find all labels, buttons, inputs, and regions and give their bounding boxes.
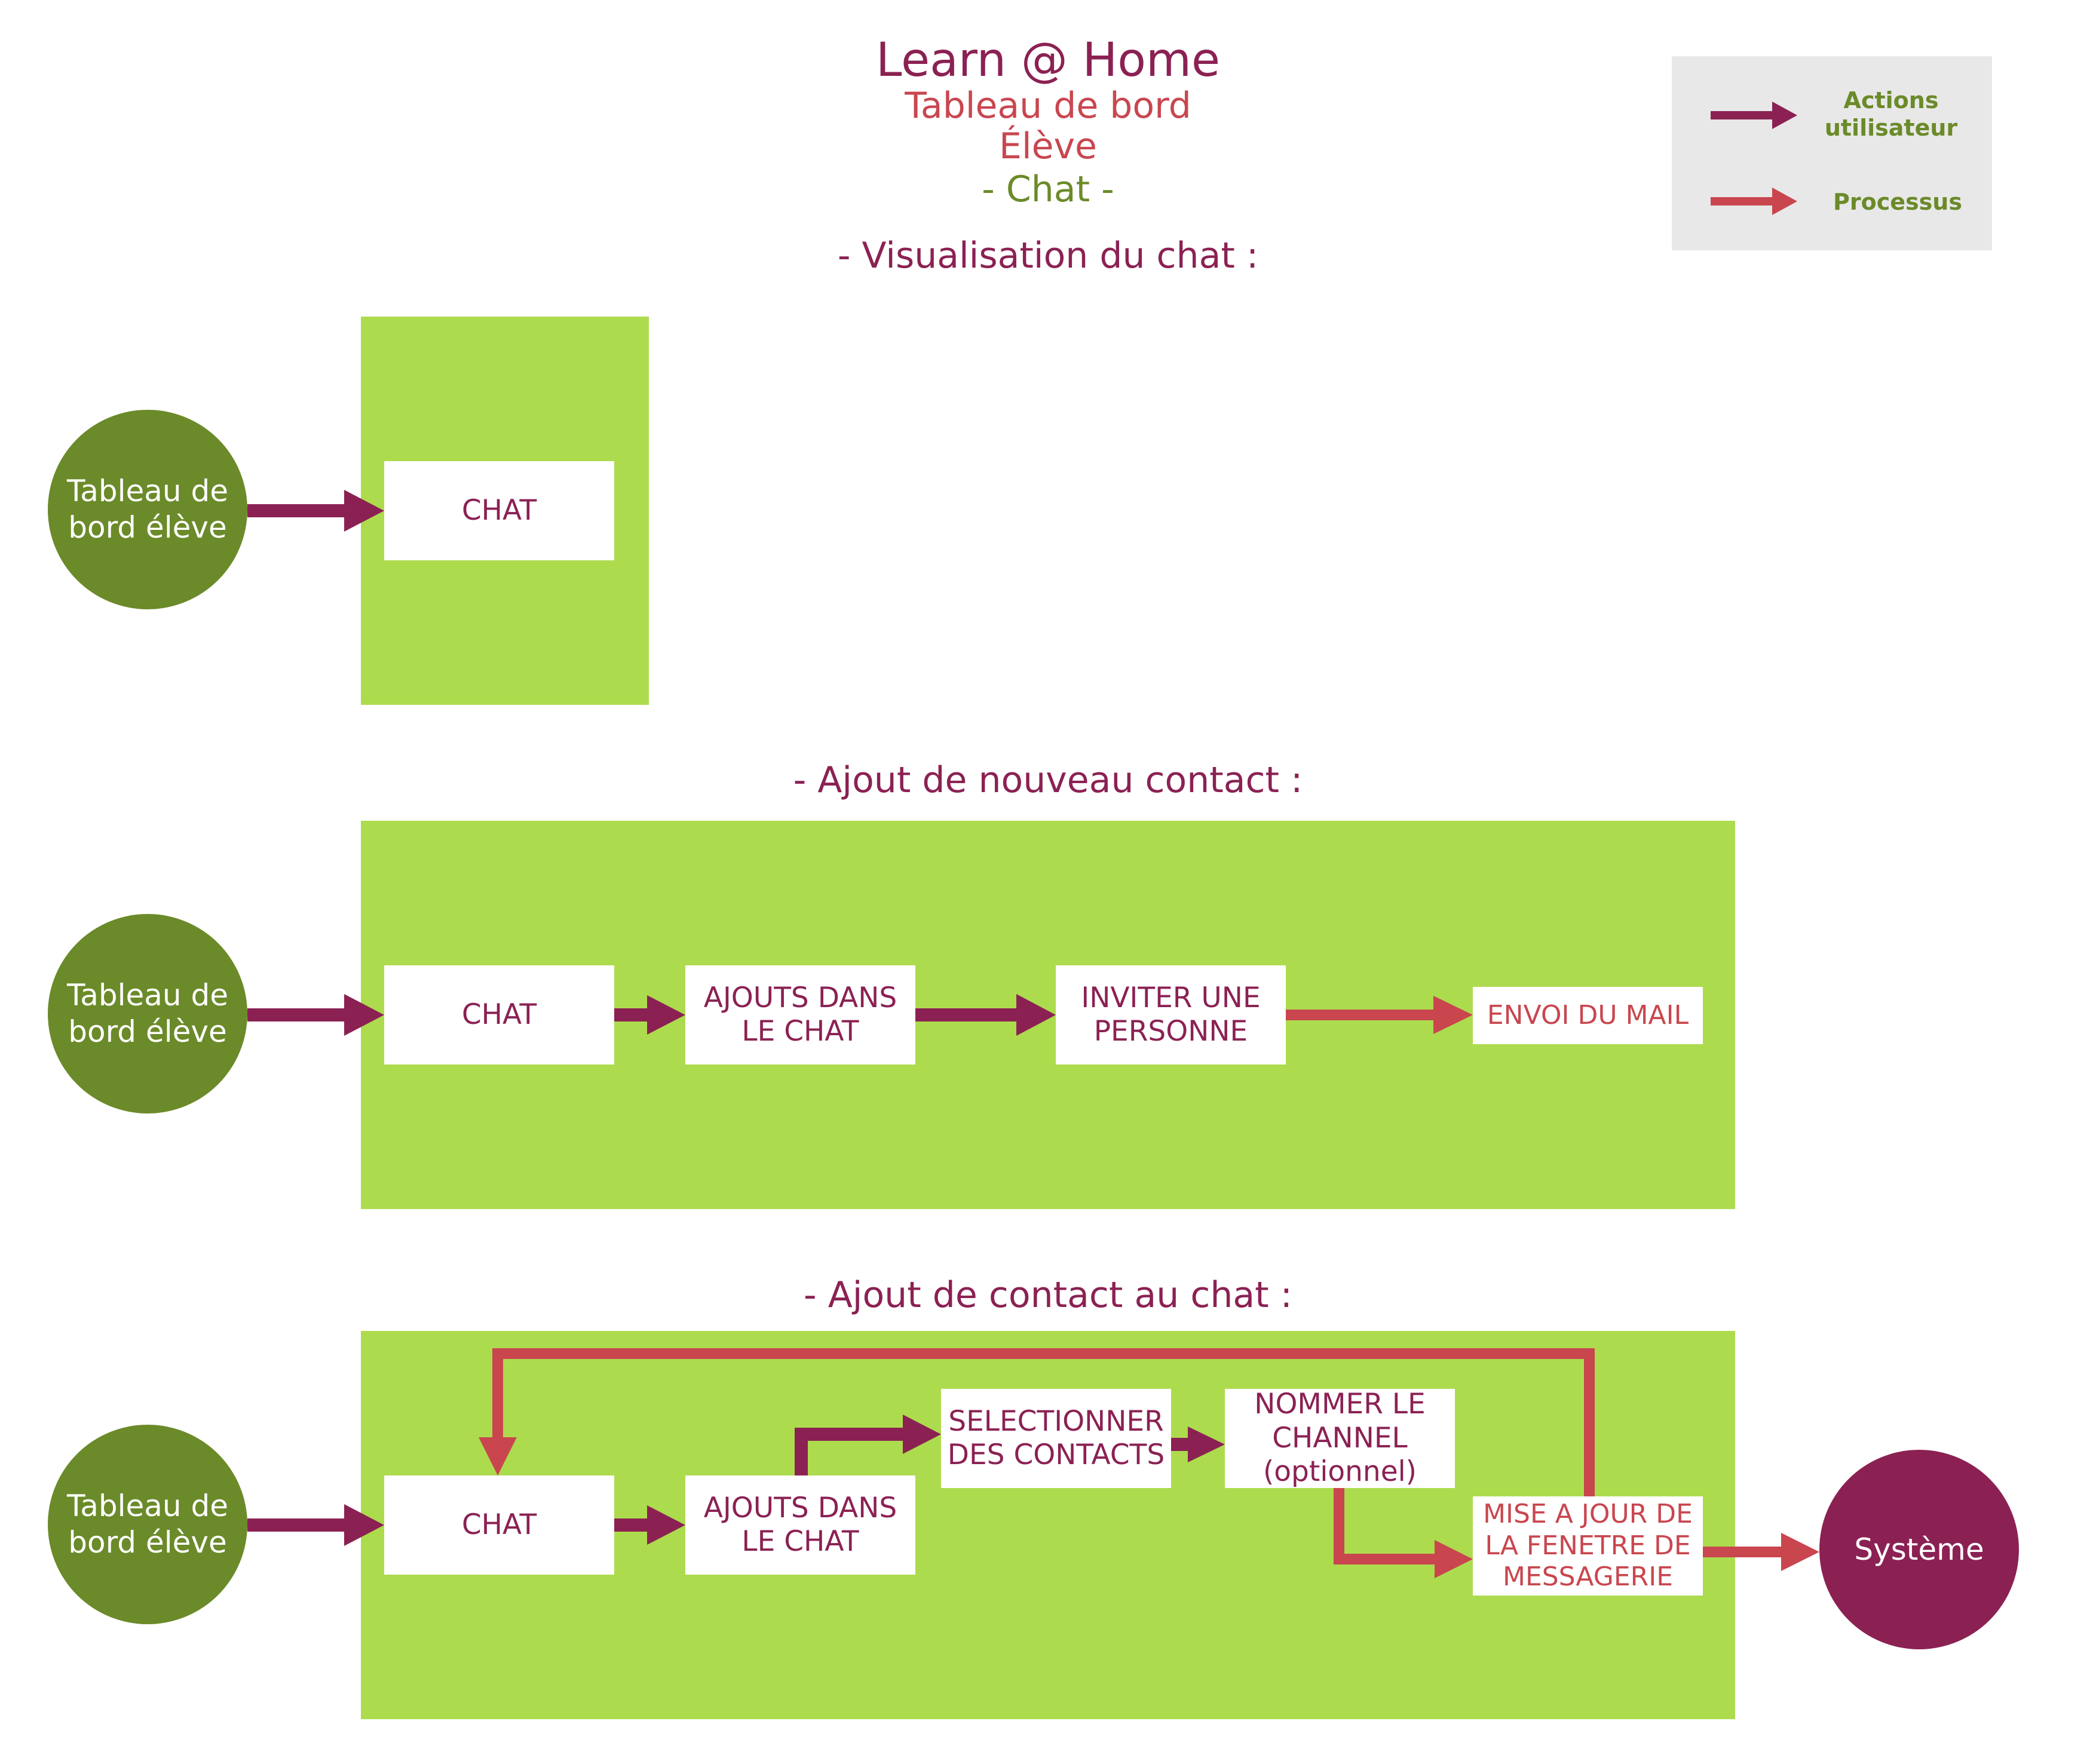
arrow-dashboard-to-chat [247,994,384,1036]
start-node-student-dashboard: Tableau de bord élève [48,914,247,1113]
legend-user-action-arrow [1711,102,1797,129]
chat-box: CHAT [384,965,614,1064]
arrow-name-to-update [1334,1488,1473,1578]
send-mail-box: ENVOI DU MAIL [1473,987,1703,1044]
chat-box: CHAT [384,1475,614,1575]
arrow-invite-to-mail [1286,996,1473,1034]
add-to-chat-box: AJOUTS DANS LE CHAT [685,1475,915,1575]
arrow-add-to-invite [915,994,1056,1036]
chat-box: CHAT [384,461,614,560]
arrow-add-to-select [795,1415,941,1475]
legend-processes-label: Processus [1833,189,1962,215]
section-title-contact-to-chat: - Ajout de contact au chat : [804,1274,1292,1316]
arrow-update-to-system [1703,1533,1819,1571]
diagram-subtitle-dashboard: Tableau de bord [905,85,1191,127]
select-contacts-box: SELECTIONNER DES CONTACTS [941,1389,1171,1488]
section-title-visualisation: - Visualisation du chat : [837,235,1259,277]
start-node-student-dashboard: Tableau de bord élève [48,1425,247,1624]
diagram-subtitle-chat: - Chat - [982,168,1114,210]
arrow-dashboard-to-chat [247,490,384,532]
legend-user-actions-label: Actions utilisateur [1824,87,1958,141]
diagram-subtitle-student: Élève [999,125,1097,167]
arrow-update-loop-to-chat [479,1348,1595,1496]
name-channel-box: NOMMER LE CHANNEL (optionnel) [1225,1388,1455,1488]
update-message-window-box: MISE A JOUR DE LA FENETRE DE MESSAGERIE [1473,1496,1703,1596]
system-node: Système [1819,1450,2019,1649]
legend-process-arrow [1711,188,1797,215]
start-node-student-dashboard: Tableau de bord élève [48,410,247,609]
invite-person-box: INVITER UNE PERSONNE [1056,965,1286,1064]
diagram-title: Learn @ Home [876,33,1220,87]
arrow-chat-to-add [614,1505,685,1545]
add-to-chat-box: AJOUTS DANS LE CHAT [685,965,915,1064]
arrow-select-to-name [1171,1426,1225,1462]
arrow-dashboard-to-chat [247,1504,384,1546]
legend [1672,56,1992,250]
section-title-new-contact: - Ajout de nouveau contact : [793,759,1303,801]
arrow-chat-to-add [614,995,685,1035]
